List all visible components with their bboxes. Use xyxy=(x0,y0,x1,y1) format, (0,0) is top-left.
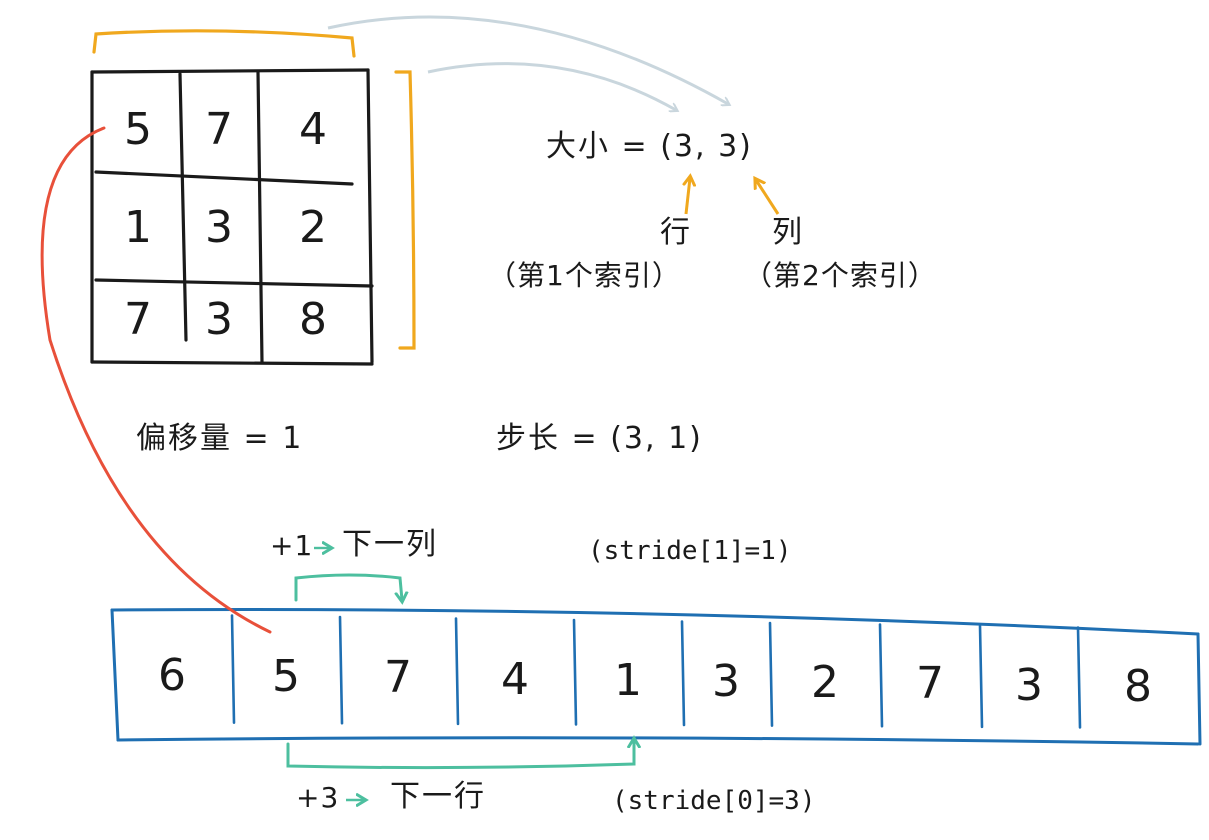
col-label: 列 xyxy=(772,215,804,250)
matrix-cell: 7 xyxy=(205,104,233,155)
row-bracket xyxy=(394,70,416,350)
row-size-arrow xyxy=(427,62,676,110)
matrix-cell: 7 xyxy=(124,294,152,345)
storage-cell: 4 xyxy=(501,653,529,705)
matrix-cell: 3 xyxy=(205,294,233,345)
offset-arrow xyxy=(40,126,272,634)
next-col-text: 下一列 xyxy=(342,527,438,562)
next-row-step: +3 xyxy=(296,781,340,814)
storage-divider xyxy=(1076,626,1082,729)
col-index-arrow xyxy=(756,180,780,215)
column-size-arrow xyxy=(327,15,728,104)
matrix-cell: 5 xyxy=(124,104,152,155)
storage-divider xyxy=(768,621,774,727)
next-col-step: +1 xyxy=(270,529,314,562)
matrix-cell: 3 xyxy=(205,202,233,253)
next-row-text: 下一行 xyxy=(390,779,486,814)
shape-label: 大小 = (3, 3) xyxy=(546,129,753,164)
storage-cell: 6 xyxy=(158,650,186,701)
storage-cell: 7 xyxy=(916,658,944,710)
storage-divider xyxy=(230,614,236,724)
column-bracket xyxy=(92,29,356,58)
matrix-cell: 2 xyxy=(299,202,327,253)
storage-divider xyxy=(572,618,578,726)
storage-divider xyxy=(454,617,460,726)
next-col-arrow xyxy=(294,573,402,600)
storage-cell: 3 xyxy=(1015,659,1043,711)
storage-cell: 5 xyxy=(272,651,300,703)
storage-divider xyxy=(878,623,884,728)
storage-cell: 1 xyxy=(614,654,642,706)
storage-cell: 3 xyxy=(712,656,740,707)
offset-label: 偏移量 = 1 xyxy=(136,421,304,456)
storage-divider xyxy=(978,624,984,729)
col-index-note: （第2个索引） xyxy=(744,259,937,292)
next-col-stride-note: (stride[1]=1) xyxy=(588,536,792,566)
storage-strip xyxy=(110,608,1202,746)
row-index-arrow xyxy=(686,178,690,215)
matrix-grid xyxy=(90,68,374,366)
storage-cell: 8 xyxy=(1124,660,1152,712)
matrix-cell: 1 xyxy=(124,202,152,253)
row-label: 行 xyxy=(660,215,692,250)
matrix-cell: 8 xyxy=(299,294,327,345)
storage-cell: 7 xyxy=(384,652,412,704)
row-index-note: （第1个索引） xyxy=(488,259,681,292)
next-row-arrow xyxy=(286,740,634,770)
stride-label: 步长 = (3, 1) xyxy=(496,421,703,456)
storage-dividers xyxy=(230,614,1082,729)
next-row-stride-note: (stride[0]=3) xyxy=(612,786,816,816)
storage-divider xyxy=(338,615,344,725)
storage-cell: 2 xyxy=(811,657,839,709)
storage-divider xyxy=(680,620,686,727)
matrix-cell: 4 xyxy=(299,104,327,155)
